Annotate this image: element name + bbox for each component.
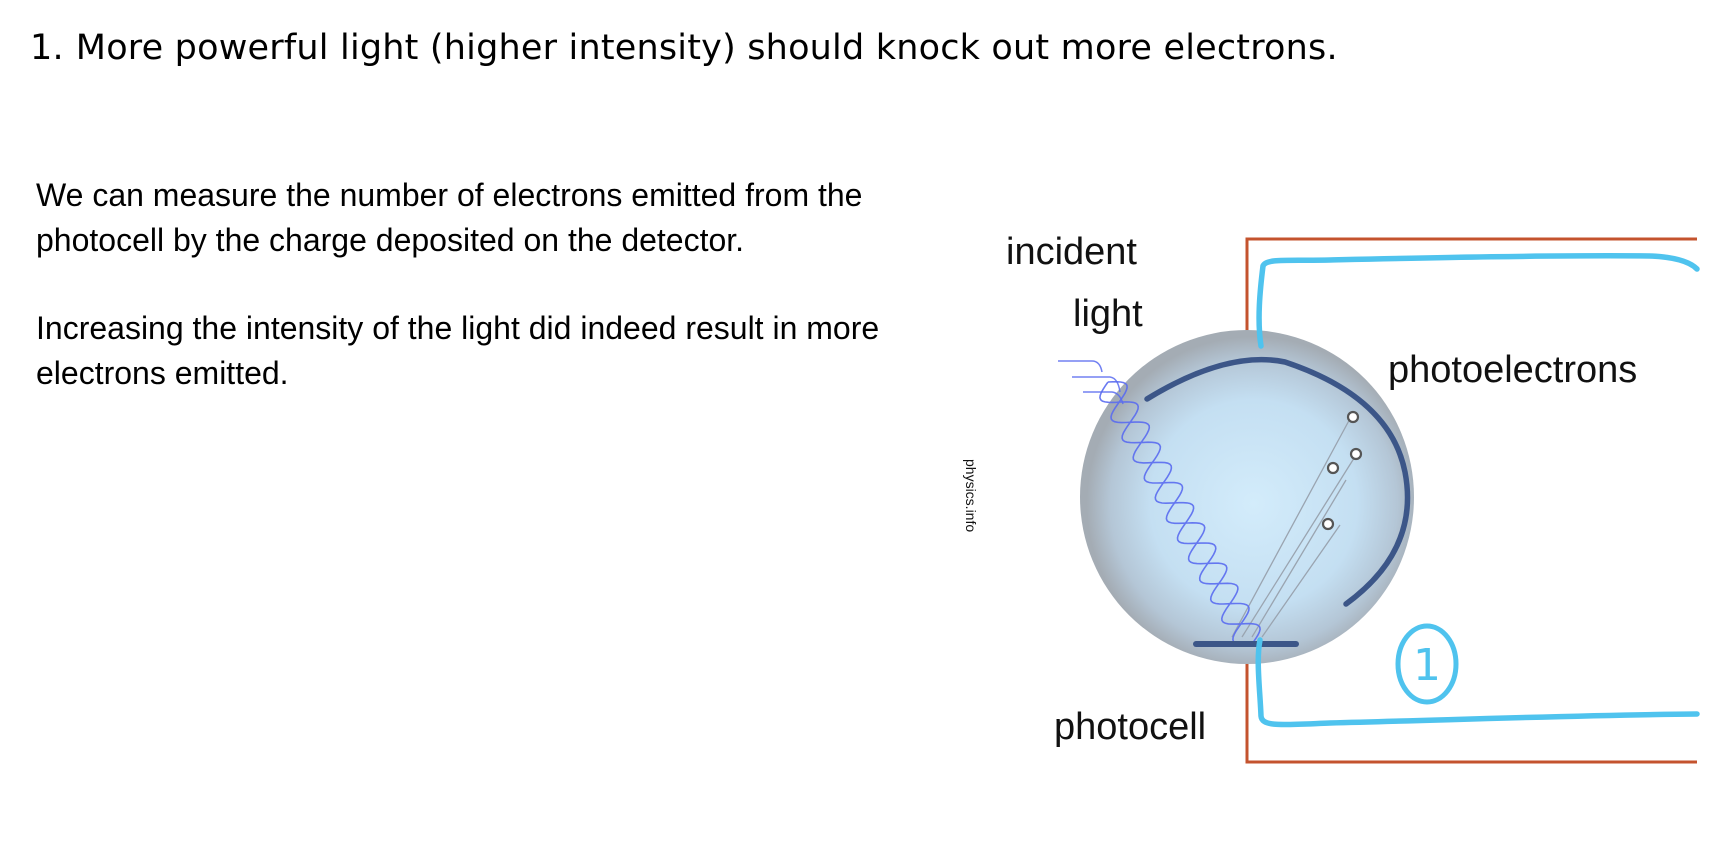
heading: 1. More powerful light (higher intensity)… — [30, 28, 1338, 68]
paragraph-measurement: We can measure the number of electrons e… — [36, 177, 863, 258]
electron-paths — [1231, 414, 1357, 638]
light-wave-tail — [1058, 360, 1124, 405]
anode-arc — [1144, 356, 1411, 607]
incident-light-wave — [1099, 381, 1261, 645]
label-photoelectrons: photoelectrons — [1388, 349, 1637, 391]
electron-dot — [1349, 447, 1363, 461]
photocell-bulb — [1080, 330, 1414, 664]
label-light: light — [1073, 293, 1143, 335]
hand-drawn-circuit-bottom — [1255, 637, 1700, 728]
hand-drawn-circuit — [1256, 253, 1700, 349]
annotation-label: 1 — [1413, 640, 1441, 691]
label-credit: physics.info — [963, 459, 979, 532]
heading-number: 1. — [30, 28, 64, 68]
electron-dots — [1321, 410, 1363, 531]
label-incident: incident — [1006, 231, 1137, 273]
label-photocell: photocell — [1054, 706, 1206, 748]
electron-dot — [1321, 517, 1335, 531]
electron-dot — [1346, 410, 1360, 424]
heading-text: More powerful light (higher intensity) s… — [75, 28, 1338, 68]
annotation-circle — [1395, 623, 1459, 705]
electron-dot — [1326, 461, 1340, 475]
paragraph-result: Increasing the intensity of the light di… — [36, 310, 880, 391]
